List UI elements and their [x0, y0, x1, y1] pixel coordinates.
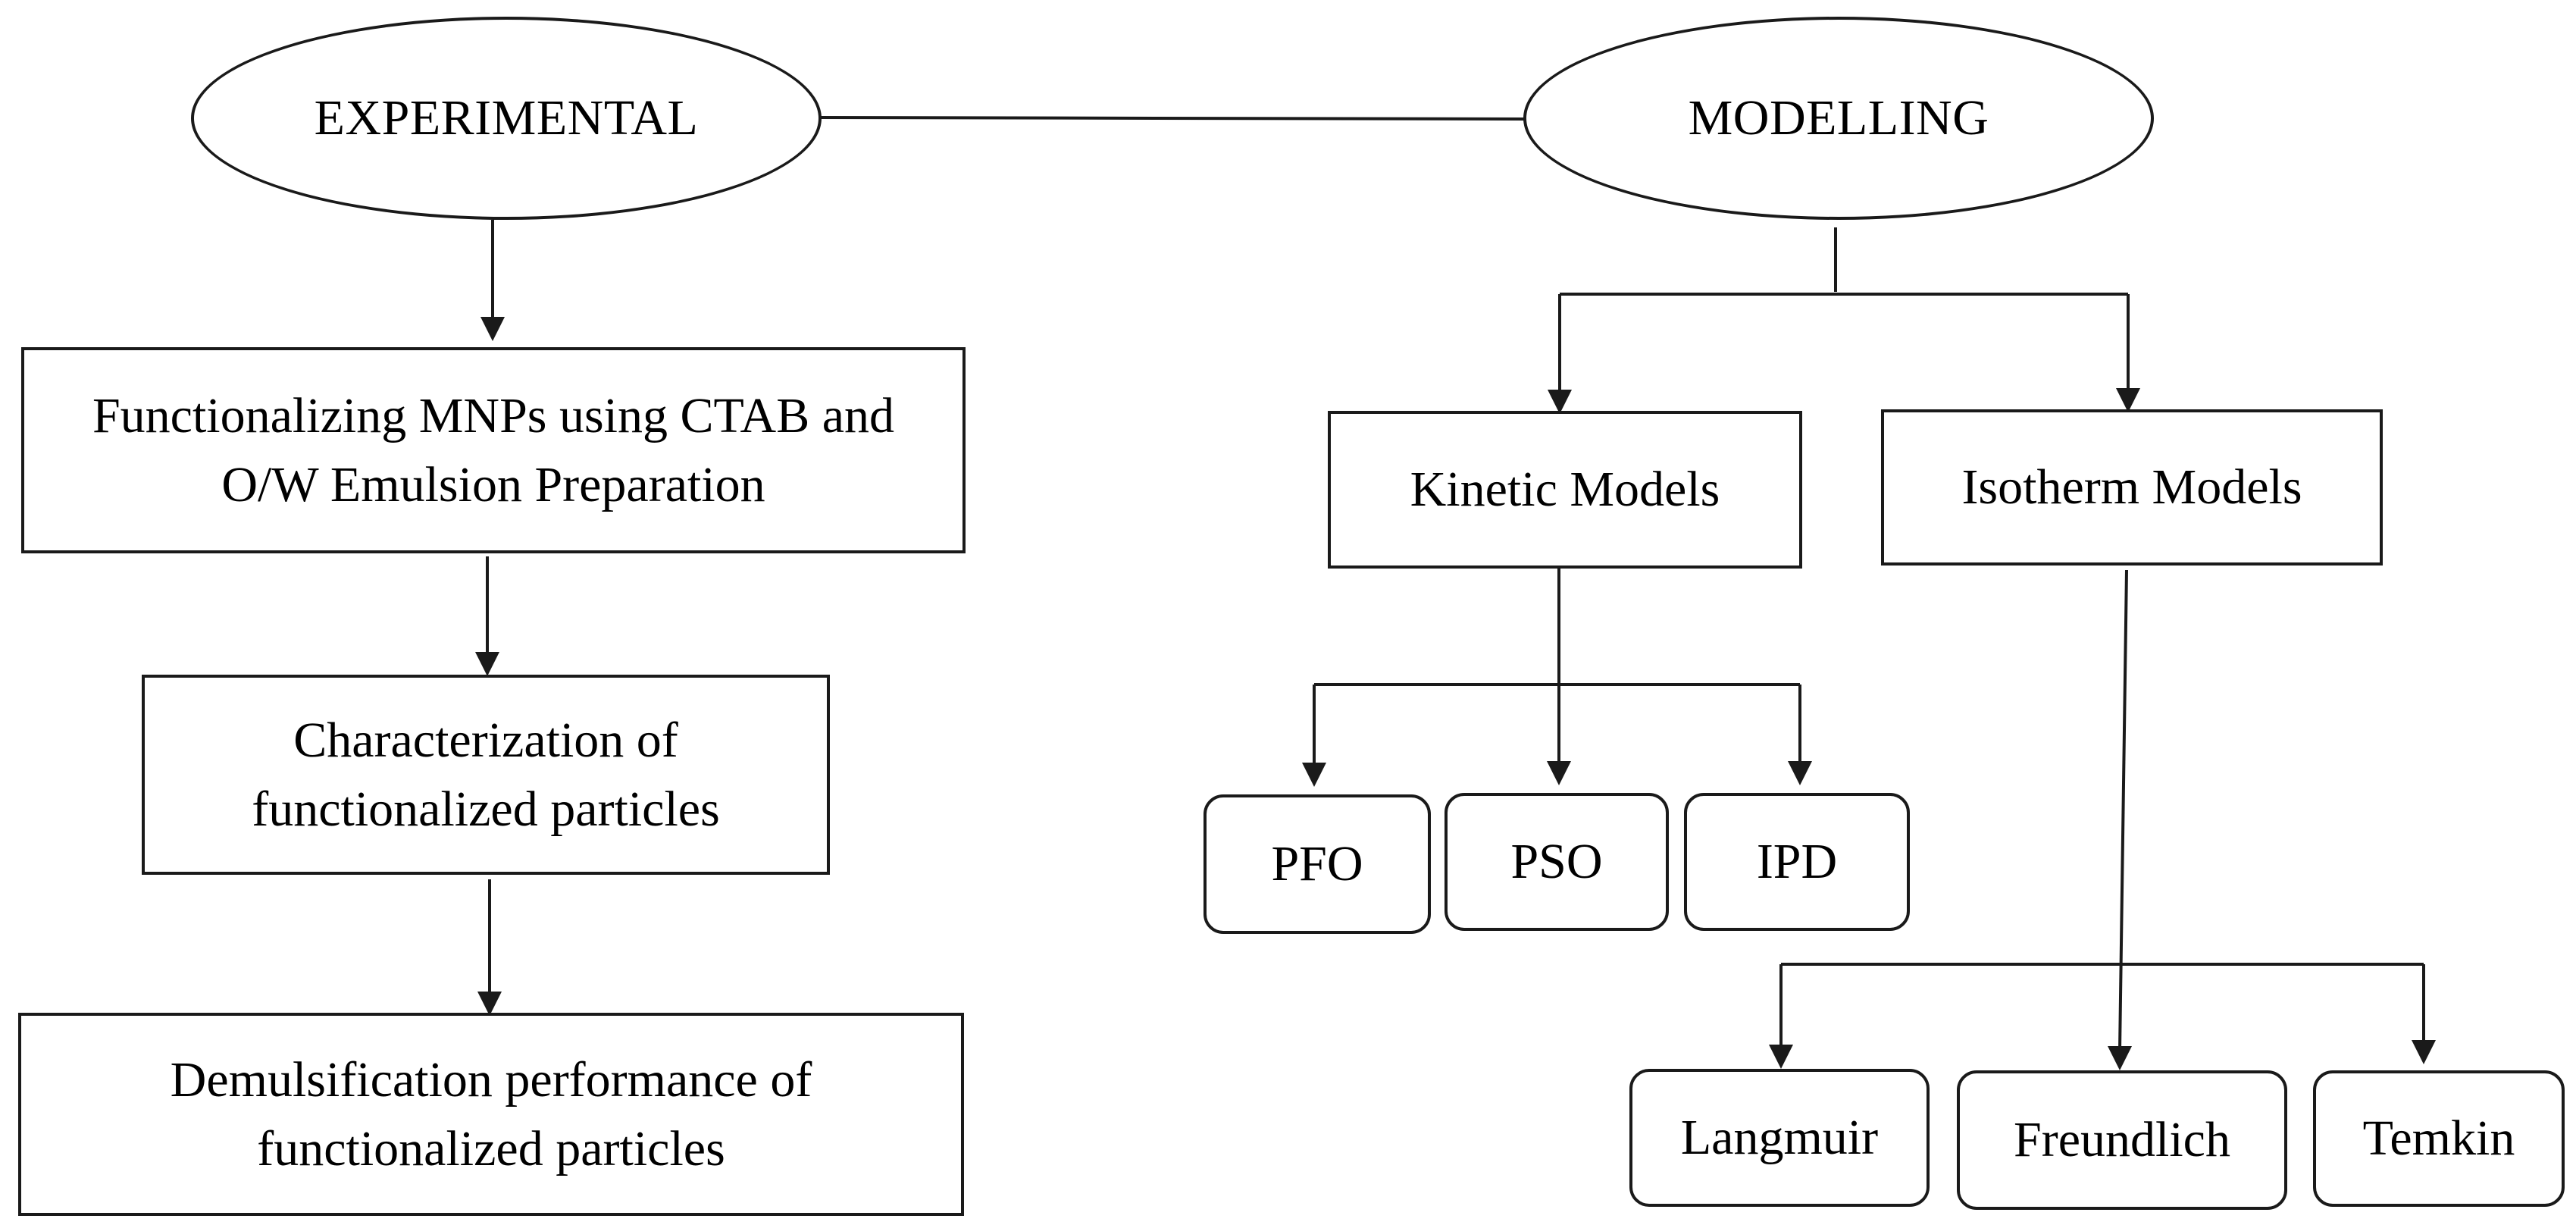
experimental-step-2: Characterization of functionalized parti… — [142, 675, 830, 875]
arrowhead-step-2 — [475, 652, 499, 676]
arrowhead-isotherm — [2116, 388, 2140, 412]
model-temkin-label: Temkin — [2362, 1111, 2515, 1167]
model-langmuir-label: Langmuir — [1680, 1110, 1879, 1166]
experimental-title: EXPERIMENTAL — [314, 90, 699, 146]
arrowhead-freundlich — [2108, 1046, 2132, 1070]
model-freundlich-label: Freundlich — [2014, 1112, 2230, 1168]
arrowhead-step-3 — [477, 992, 502, 1016]
arrowhead-kinetic — [1548, 390, 1572, 414]
model-freundlich: Freundlich — [1957, 1070, 2287, 1210]
isotherm-models-label: Isotherm Models — [1961, 459, 2302, 515]
experimental-step-1-label: Functionalizing MNPs using CTAB and O/W … — [92, 387, 895, 512]
model-pfo: PFO — [1203, 794, 1431, 934]
experimental-step-2-label: Characterization of functionalized parti… — [252, 712, 720, 837]
kinetic-models-label: Kinetic Models — [1410, 462, 1720, 518]
model-temkin: Temkin — [2313, 1070, 2565, 1207]
model-langmuir: Langmuir — [1629, 1069, 1930, 1207]
arrow-to-freundlich — [2118, 569, 2128, 1051]
experimental-oval: EXPERIMENTAL — [191, 17, 822, 220]
experimental-step-1: Functionalizing MNPs using CTAB and O/W … — [21, 347, 966, 553]
arrowhead-pso — [1547, 761, 1571, 785]
isotherm-models-box: Isotherm Models — [1881, 409, 2383, 566]
model-pso-label: PSO — [1510, 834, 1603, 890]
arrowhead-pfo — [1302, 763, 1326, 787]
kinetic-models-box: Kinetic Models — [1328, 411, 1802, 569]
arrowhead-ipd — [1788, 761, 1812, 785]
modelling-title: MODELLING — [1688, 90, 1989, 146]
model-pfo-label: PFO — [1271, 836, 1363, 892]
experimental-step-3-label: Demulsification performance of functiona… — [170, 1051, 812, 1176]
arrowhead-temkin — [2412, 1040, 2436, 1064]
modelling-oval: MODELLING — [1523, 17, 2154, 220]
model-pso: PSO — [1445, 793, 1669, 931]
model-ipd: IPD — [1684, 793, 1910, 931]
experimental-modelling-link — [819, 116, 1526, 121]
arrowhead-langmuir — [1769, 1045, 1793, 1069]
experimental-step-3: Demulsification performance of functiona… — [18, 1013, 964, 1216]
arrowhead-step-1 — [480, 317, 505, 341]
model-ipd-label: IPD — [1756, 834, 1838, 890]
